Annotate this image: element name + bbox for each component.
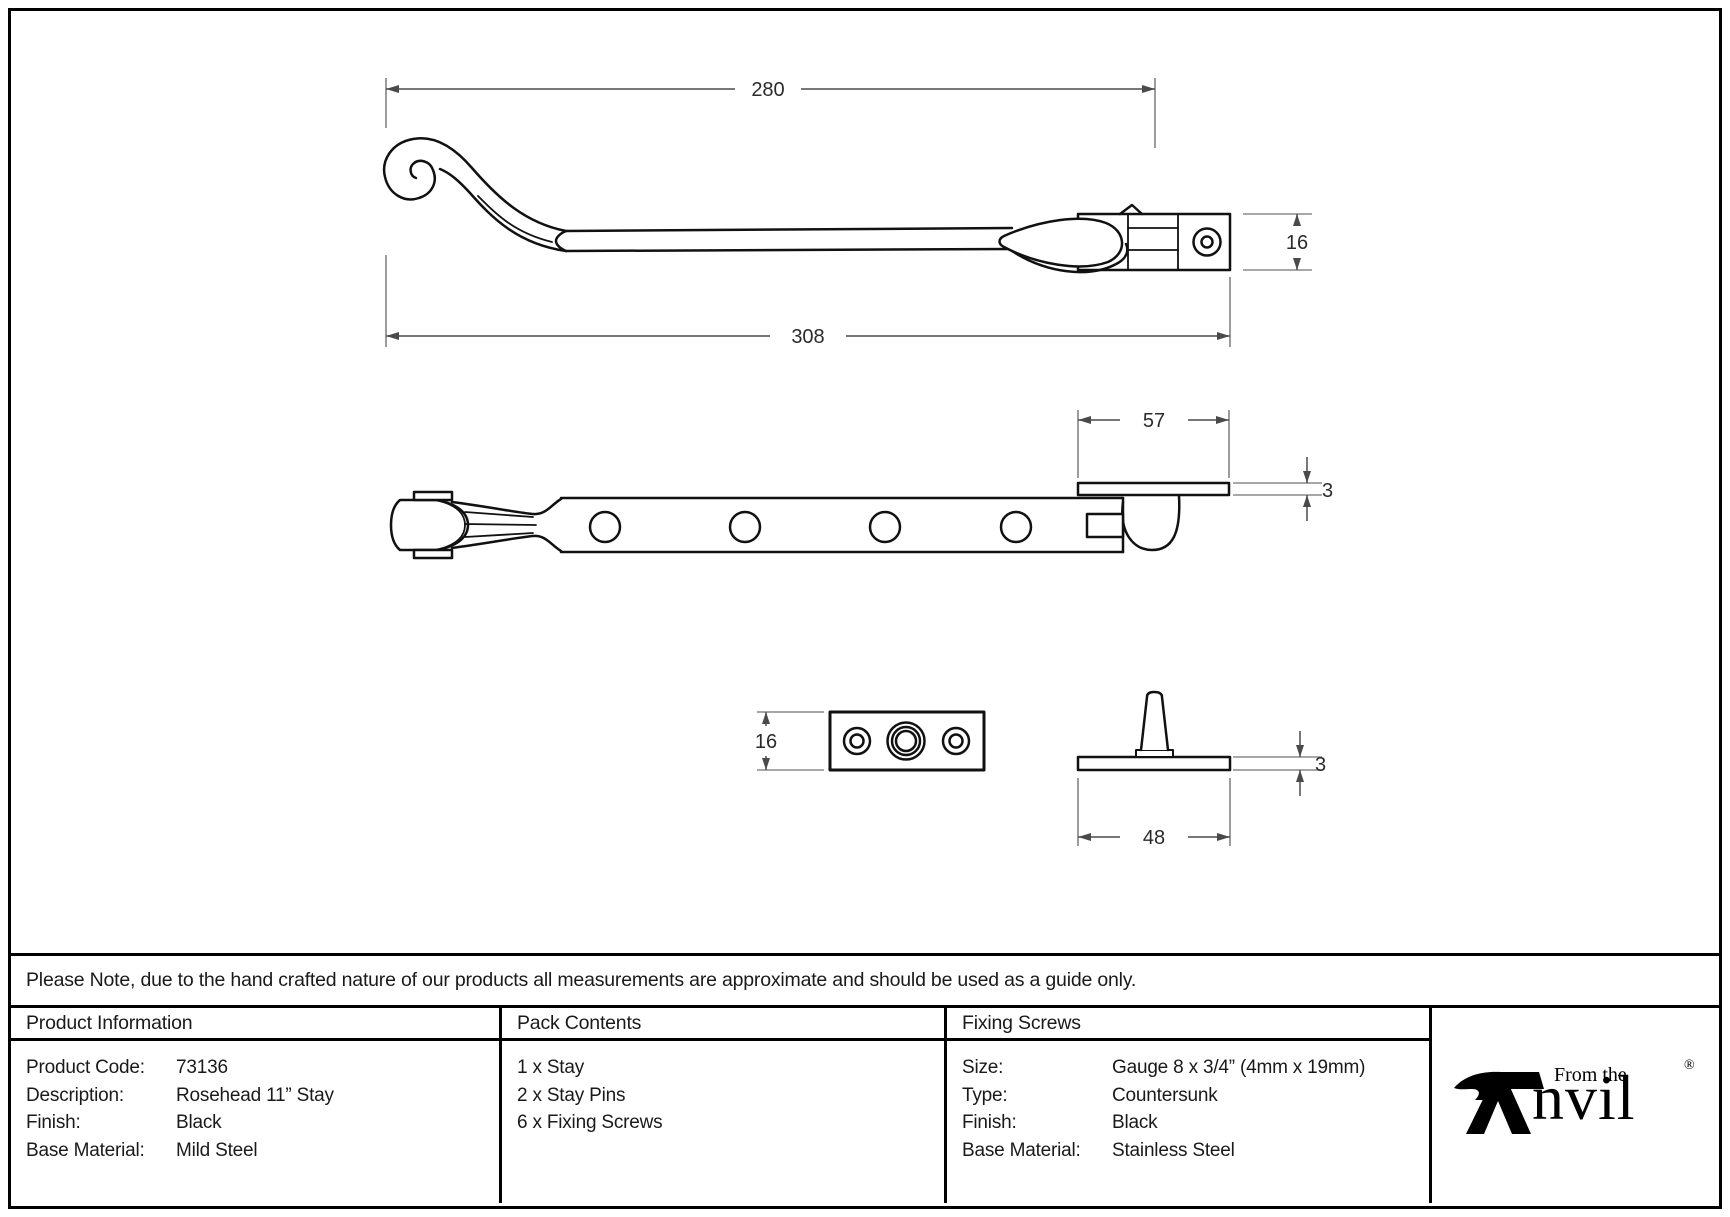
brand-logo-cell: From the nvil ® [1429, 1008, 1719, 1203]
dim-3-pin-label: 3 [1315, 754, 1326, 776]
catch-plate [1076, 481, 1231, 497]
dimension-308: 308 [386, 277, 1231, 348]
row-value: Black [176, 1112, 222, 1133]
row-label: Product Code: [26, 1057, 145, 1078]
dim-16-plate-label: 16 [755, 731, 777, 753]
pack-contents-header: Pack Contents [502, 1008, 944, 1041]
row-label: Base Material: [26, 1139, 145, 1161]
table-row: Type: Countersunk [962, 1082, 1429, 1110]
table-row: Size: Gauge 8 x 3/4” (4mm x 19mm) [962, 1054, 1429, 1082]
catch-notch [1085, 512, 1125, 539]
table-row: Finish: Black [962, 1109, 1429, 1137]
row-value: Black [1112, 1112, 1158, 1133]
pin-plate-plan: 16 [755, 710, 986, 772]
stay-hole [588, 510, 622, 544]
row-label: Finish: [962, 1112, 1017, 1133]
fixing-screws-header: Fixing Screws [947, 1008, 1429, 1041]
row-value: Countersunk [1112, 1084, 1218, 1106]
stay-side-view: 280 308 [382, 78, 1312, 348]
table-row: Description: Rosehead 11” Stay [26, 1082, 499, 1110]
from-the-anvil-logo: From the nvil ® [1453, 1058, 1698, 1148]
product-information-header: Product Information [11, 1008, 499, 1041]
dim-3-plate-label: 3 [1322, 480, 1333, 502]
measurement-note: Please Note, due to the hand crafted nat… [11, 956, 1719, 1008]
logo-brand-text: nvil [1532, 1061, 1636, 1133]
dimension-3-pin: 3 [1233, 731, 1326, 796]
monkeytail-curl-lower [438, 167, 568, 253]
anvil-icon [1454, 1071, 1544, 1134]
fixing-screws-column: Fixing Screws Size: Gauge 8 x 3/4” (4mm … [944, 1008, 1429, 1203]
table-row: Base Material: Stainless Steel [962, 1137, 1429, 1165]
dim-48-label: 48 [1143, 827, 1165, 849]
list-item: 2 x Stay Pins [517, 1084, 626, 1106]
pack-contents-column: Pack Contents 1 x Stay 2 x Stay Pins 6 x… [499, 1008, 944, 1203]
dimension-57: 57 [1077, 410, 1230, 478]
list-item: 6 x Fixing Screws [517, 1112, 663, 1133]
stay-technical-drawing: 280 308 [382, 78, 1333, 849]
table-row: Base Material: Mild Steel [26, 1137, 499, 1165]
dimension-48: 48 [1077, 778, 1231, 849]
registered-trademark: ® [1684, 1057, 1695, 1073]
row-value: Gauge 8 x 3/4” (4mm x 19mm) [1112, 1057, 1366, 1078]
stay-pin-elevation: 3 48 [1076, 690, 1326, 849]
row-label: Size: [962, 1057, 1004, 1078]
row-value: Mild Steel [176, 1139, 258, 1161]
dimension-16-plate: 16 [755, 711, 824, 771]
spoon-end [998, 217, 1124, 268]
handle-knob [389, 498, 470, 552]
dimension-280: 280 [385, 78, 1156, 347]
spec-table: Product Information Product Code: 73136 … [11, 1008, 1719, 1203]
row-value: Rosehead 11” Stay [176, 1084, 334, 1106]
row-label: Base Material: [962, 1139, 1081, 1161]
stay-arm-side [382, 137, 1144, 274]
knob-tab-top [412, 490, 454, 502]
spoon-tip [1118, 203, 1144, 216]
dimension-3-plate: 3 [1233, 457, 1333, 521]
stay-hole [728, 510, 762, 544]
row-value: 73136 [176, 1057, 228, 1078]
dimension-16-block: 16 [1243, 213, 1312, 271]
dim-308-label: 308 [791, 326, 824, 348]
spec-sheet: 280 308 [8, 8, 1722, 1209]
product-information-column: Product Information Product Code: 73136 … [11, 1008, 499, 1203]
row-value: Stainless Steel [1112, 1139, 1235, 1161]
monkeytail-curl-outer [382, 137, 568, 233]
catch-hook [1121, 494, 1181, 552]
stay-keeper-block [1076, 212, 1232, 272]
technical-drawing-area: 280 308 [11, 11, 1719, 956]
pin-cone [1139, 690, 1170, 752]
list-item: 1 x Stay [517, 1057, 585, 1078]
logo-tagline: From the [1554, 1063, 1627, 1086]
stay-hole [999, 510, 1033, 544]
note-text: Please Note, due to the hand crafted nat… [26, 969, 1137, 991]
knob-cap-line [439, 500, 466, 550]
arm-cap [554, 229, 568, 253]
dim-16-block-label: 16 [1286, 232, 1308, 254]
stay-hole [868, 510, 902, 544]
table-row: Finish: Black [26, 1109, 499, 1137]
stay-plan-view: 57 3 [389, 410, 1333, 560]
dim-280-label: 280 [751, 79, 784, 101]
dim-57-label: 57 [1143, 410, 1165, 432]
knob-tab-bottom [412, 548, 454, 560]
row-label: Description: [26, 1084, 124, 1106]
table-row: Product Code: 73136 [26, 1054, 499, 1082]
row-label: Finish: [26, 1112, 81, 1133]
spoon-leaf [1010, 242, 1129, 274]
row-label: Type: [962, 1084, 1008, 1106]
arm-shading-line [477, 195, 553, 243]
